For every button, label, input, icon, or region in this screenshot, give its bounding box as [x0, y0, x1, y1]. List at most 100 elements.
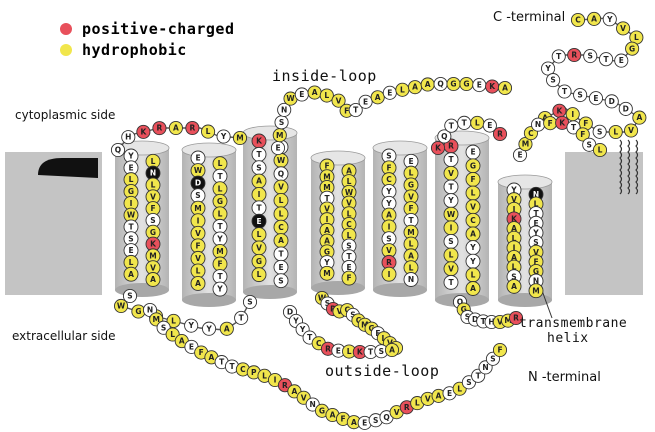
residue-letter: R: [571, 51, 577, 60]
residue-letter: R: [497, 130, 503, 139]
residue-letter: F: [199, 348, 204, 357]
residue-letter: L: [218, 184, 223, 193]
residue-letter: F: [470, 175, 475, 184]
residue-letter: S: [386, 152, 391, 161]
residue-letter: A: [312, 88, 318, 97]
residue-letter: E: [477, 81, 482, 90]
residue-letter: S: [373, 416, 378, 425]
residue-letter: E: [189, 342, 194, 351]
residue-letter: A: [209, 353, 215, 362]
residue-letter: L: [634, 33, 639, 42]
residue-letter: Y: [385, 199, 392, 208]
residue-letter: M: [522, 140, 529, 149]
residue-letter: Q: [383, 413, 389, 422]
cytoplasmic-label: cytoplasmic side: [15, 108, 115, 122]
residue-letter: C: [316, 339, 322, 348]
residue-letter: L: [257, 230, 262, 239]
residue-letter: S: [128, 234, 133, 243]
residue-letter: E: [256, 217, 261, 226]
residue-letter: I: [258, 190, 261, 199]
helix-cylinder: [373, 148, 427, 290]
residue-letter: A: [412, 83, 418, 92]
residue-letter: E: [593, 94, 598, 103]
residue-letter: A: [324, 237, 330, 246]
residue-letter: C: [278, 223, 284, 232]
residue-letter: N: [147, 306, 153, 315]
residue-letter: T: [217, 272, 223, 281]
residue-letter: I: [450, 223, 453, 232]
transmembrane-label: transmembrane: [519, 316, 627, 331]
residue-letter: G: [463, 80, 469, 89]
residue-letter: T: [128, 223, 134, 232]
n-terminal-label: N -terminal: [528, 370, 601, 385]
residue-letter: V: [150, 263, 156, 272]
residue-letter: T: [278, 250, 284, 259]
residue-letter: W: [277, 156, 286, 165]
positive-dot-icon: [60, 23, 72, 35]
residue-letter: N: [482, 363, 488, 372]
residue-letter: V: [386, 246, 392, 255]
residue-letter: Y: [469, 257, 476, 266]
residue-letter: Y: [323, 258, 330, 267]
residue-letter: L: [170, 330, 175, 339]
residue-letter: L: [409, 240, 414, 249]
residue-letter: V: [195, 229, 201, 238]
residue-letter: I: [326, 215, 329, 224]
residue-letter: F: [150, 204, 155, 213]
residue-letter: S: [161, 323, 166, 332]
residue-letter: A: [470, 230, 476, 239]
residue-letter: S: [588, 52, 593, 61]
residue-letter: Q: [278, 169, 284, 178]
residue-letter: A: [470, 284, 476, 293]
residue-letter: V: [620, 24, 626, 33]
legend-positive-label: positive-charged: [82, 20, 235, 38]
residue-letter: L: [347, 347, 352, 356]
residue-letter: E: [362, 418, 367, 427]
residue-letter: E: [363, 97, 368, 106]
residue-letter: D: [623, 105, 629, 114]
residue-letter: T: [256, 150, 262, 159]
residue-letter: Q: [115, 146, 121, 155]
residue-letter: Y: [127, 152, 134, 161]
residue-letter: T: [408, 216, 414, 225]
helix-cylinder: [498, 182, 552, 300]
residue-letter: T: [462, 118, 468, 127]
residue-letter: S: [256, 163, 261, 172]
residue-letter: W: [345, 188, 354, 197]
residue-letter: A: [389, 346, 395, 355]
residue-letter: L: [471, 189, 476, 198]
residue-letter: W: [447, 210, 456, 219]
residue-letter: C: [240, 365, 246, 374]
residue-letter: A: [346, 166, 352, 175]
residue-letter: A: [195, 279, 201, 288]
residue-letter: I: [197, 216, 200, 225]
helix-cylinder-top: [311, 151, 365, 165]
residue-letter: T: [353, 106, 359, 115]
membrane-right-block: [565, 152, 643, 295]
residue-letter: G: [408, 181, 414, 190]
residue-letter: E: [470, 148, 475, 157]
residue-letter: A: [291, 387, 297, 396]
residue-letter: T: [368, 348, 374, 357]
residue-letter: L: [409, 263, 414, 272]
residue-letter: A: [408, 251, 414, 260]
residue-letter: T: [562, 87, 568, 96]
residue-letter: W: [286, 94, 295, 103]
residue-letter: M: [323, 183, 330, 192]
residue-letter: E: [128, 163, 133, 172]
residue-letter: E: [517, 151, 522, 160]
outside-loop-label: outside-loop: [325, 362, 439, 380]
residue-letter: S: [490, 354, 495, 363]
residue-letter: M: [216, 247, 223, 256]
residue-letter: R: [448, 142, 454, 151]
helix-cylinder-top: [243, 126, 297, 140]
residue-letter: C: [346, 220, 352, 229]
helix-cylinder: [182, 150, 236, 300]
residue-letter: M: [532, 286, 539, 295]
residue-letter: E: [336, 346, 341, 355]
residue-letter: F: [217, 260, 222, 269]
residue-letter: Y: [220, 132, 227, 141]
residue-letter: F: [580, 130, 585, 139]
residue-letter: S: [386, 234, 391, 243]
helix-cylinder-top: [498, 175, 552, 189]
